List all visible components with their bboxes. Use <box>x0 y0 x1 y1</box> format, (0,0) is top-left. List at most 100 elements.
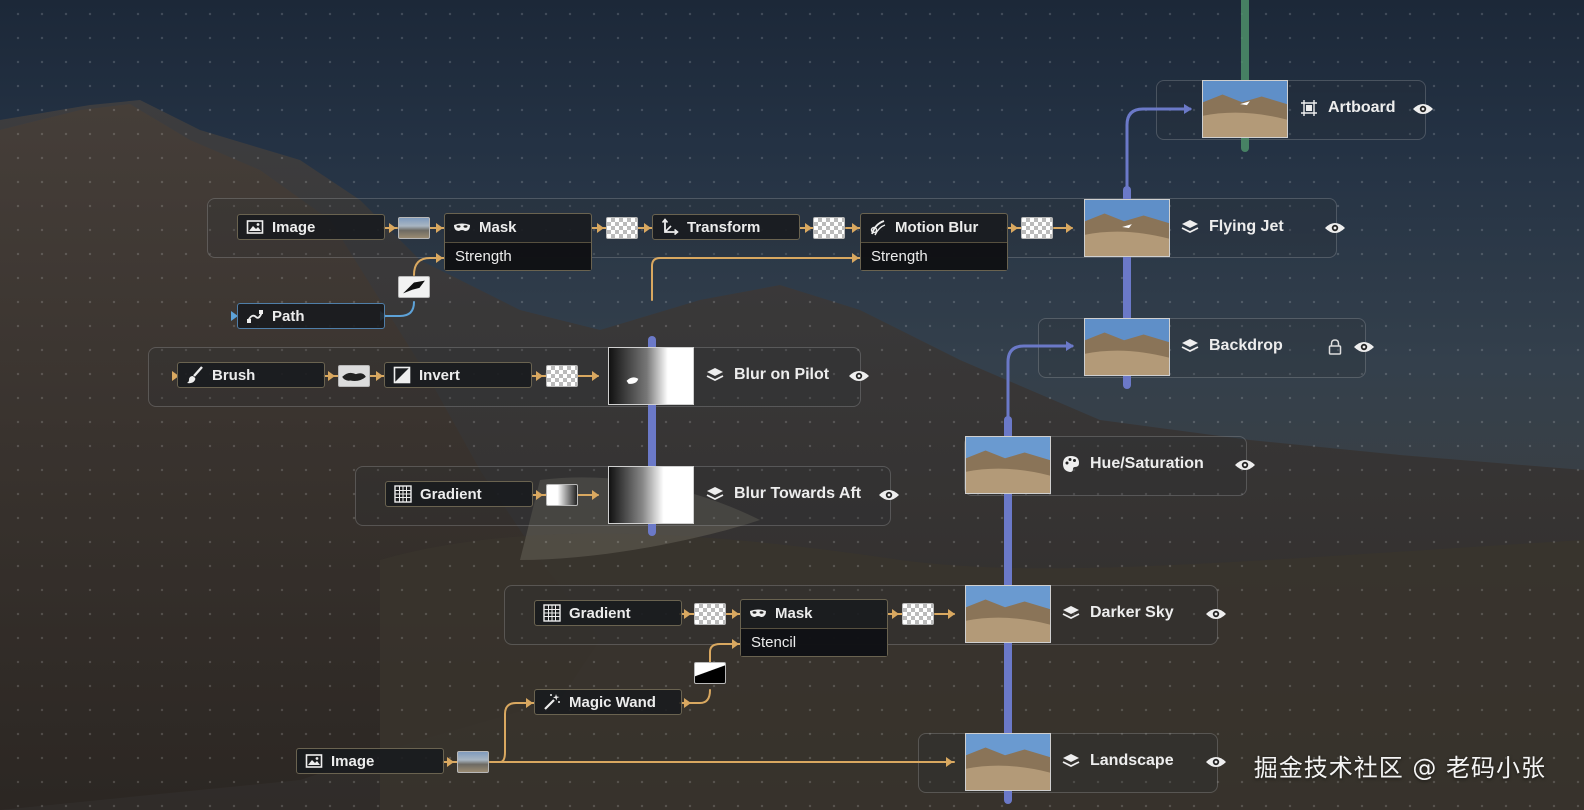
invert-icon <box>393 366 411 384</box>
node-image-bottom[interactable]: Image <box>296 748 444 774</box>
layer-backdrop-label: Backdrop <box>1209 337 1283 354</box>
layer-artboard[interactable]: Artboard <box>1300 99 1396 117</box>
layer-thumb-artboard[interactable] <box>1202 80 1288 138</box>
node-motion-blur[interactable]: Motion Blur Strength <box>860 213 1008 271</box>
thumb-image-bottom <box>457 751 489 773</box>
node-transform[interactable]: Transform <box>652 214 800 240</box>
node-transform-label: Transform <box>687 218 761 236</box>
node-gradient-low[interactable]: Gradient <box>534 600 682 626</box>
layers-icon <box>1181 220 1199 234</box>
layers-icon <box>1062 606 1080 620</box>
layers-icon <box>1181 339 1199 353</box>
magic-wand-icon <box>544 694 560 710</box>
layers-icon <box>706 487 724 501</box>
eye-icon[interactable] <box>1353 339 1375 355</box>
watermark: 掘金技术社区 @ 老码小张 <box>1253 754 1546 782</box>
image-icon <box>246 220 264 234</box>
mask-icon <box>454 223 470 231</box>
thumb-motion-blur-output <box>1021 217 1053 239</box>
layer-backdrop[interactable]: Backdrop <box>1181 337 1283 355</box>
layer-artboard-label: Artboard <box>1328 99 1396 116</box>
eye-icon[interactable] <box>878 487 900 503</box>
wire-to-backdrop <box>1006 344 1074 422</box>
node-gradient-mid-label: Gradient <box>420 485 482 503</box>
thumb-mask-low-output <box>902 603 934 625</box>
node-invert-label: Invert <box>419 366 460 384</box>
thumb-image-top <box>398 217 430 239</box>
node-motion-blur-label: Motion Blur <box>895 219 979 237</box>
gradient-grid-icon <box>394 485 412 503</box>
layer-hue-saturation-label: Hue/Saturation <box>1090 455 1204 472</box>
eye-icon[interactable] <box>848 368 870 384</box>
eye-icon[interactable] <box>1205 606 1227 622</box>
node-invert[interactable]: Invert <box>384 362 532 388</box>
thumb-mask-top-output <box>606 217 638 239</box>
mask-icon <box>750 609 766 617</box>
node-path[interactable]: Path <box>237 303 385 329</box>
node-magic-wand[interactable]: Magic Wand <box>534 689 682 715</box>
thumb-gradient-mid-output <box>546 484 578 506</box>
group-frame-artboard <box>1156 80 1426 140</box>
node-mask-top[interactable]: Mask Strength <box>444 213 592 271</box>
layer-landscape-label: Landscape <box>1090 752 1174 769</box>
path-pen-icon <box>247 310 263 323</box>
motion-blur-strength-input[interactable]: Strength <box>861 242 1007 270</box>
node-mask-low[interactable]: Mask Stencil <box>740 599 888 657</box>
layer-blur-towards-aft-label: Blur Towards Aft <box>734 485 862 502</box>
layer-flying-jet[interactable]: Flying Jet <box>1181 218 1284 236</box>
node-path-label: Path <box>272 307 305 325</box>
layer-landscape[interactable]: Landscape <box>1062 752 1174 770</box>
layer-thumb-darker-sky[interactable] <box>965 585 1051 643</box>
eye-icon[interactable] <box>1205 754 1227 770</box>
gradient-grid-icon <box>543 604 561 622</box>
node-mask-top-label: Mask <box>479 219 517 237</box>
palette-icon <box>1063 456 1079 472</box>
thumb-gradient-low-output <box>694 603 726 625</box>
node-mask-low-label: Mask <box>775 605 813 623</box>
node-magic-wand-label: Magic Wand <box>569 693 656 711</box>
layer-thumb-flying-jet[interactable] <box>1084 199 1170 257</box>
path-shape-icon <box>403 280 425 294</box>
eye-icon[interactable] <box>1234 457 1256 473</box>
layer-thumb-landscape[interactable] <box>965 733 1051 791</box>
node-gradient-mid[interactable]: Gradient <box>385 481 533 507</box>
layer-thumb-blur-towards-aft[interactable] <box>608 466 694 524</box>
thumb-transform-output <box>813 217 845 239</box>
brush-stroke-preview <box>342 372 366 381</box>
layer-blur-on-pilot[interactable]: Blur on Pilot <box>706 366 829 384</box>
mask-low-stencil-input[interactable]: Stencil <box>741 628 887 656</box>
node-image-top-label: Image <box>272 218 316 236</box>
layer-blur-towards-aft[interactable]: Blur Towards Aft <box>706 485 861 503</box>
transform-axes-icon <box>661 218 679 236</box>
layers-icon <box>1062 754 1080 768</box>
thumb-path-output <box>398 276 430 298</box>
layer-thumb-hue-saturation[interactable] <box>965 436 1051 494</box>
lock-icon[interactable] <box>1328 339 1342 355</box>
brush-icon <box>187 366 203 384</box>
layer-blur-on-pilot-label: Blur on Pilot <box>734 366 830 383</box>
layer-flying-jet-label: Flying Jet <box>1209 218 1284 235</box>
node-brush[interactable]: Brush <box>177 362 325 388</box>
thumb-invert-output <box>546 365 578 387</box>
layer-thumb-backdrop[interactable] <box>1084 318 1170 376</box>
image-icon <box>305 754 323 768</box>
layer-thumb-blur-on-pilot[interactable] <box>608 347 694 405</box>
thumb-brush-output <box>338 365 370 387</box>
thumb-magic-wand-output <box>694 662 726 684</box>
eye-icon[interactable] <box>1412 101 1434 117</box>
node-brush-label: Brush <box>212 366 256 384</box>
wire-to-artboard <box>1125 107 1192 192</box>
layer-hue-saturation[interactable]: Hue/Saturation <box>1062 455 1204 473</box>
layer-darker-sky-label: Darker Sky <box>1090 604 1174 621</box>
eye-icon[interactable] <box>1324 220 1346 236</box>
motion-blur-icon <box>870 219 886 236</box>
node-image-top[interactable]: Image <box>237 214 385 240</box>
layer-darker-sky[interactable]: Darker Sky <box>1062 604 1174 622</box>
node-gradient-low-label: Gradient <box>569 604 631 622</box>
layers-icon <box>706 368 724 382</box>
node-image-bottom-label: Image <box>331 752 375 770</box>
artboard-icon <box>1301 100 1317 116</box>
mask-top-strength-input[interactable]: Strength <box>445 242 591 270</box>
